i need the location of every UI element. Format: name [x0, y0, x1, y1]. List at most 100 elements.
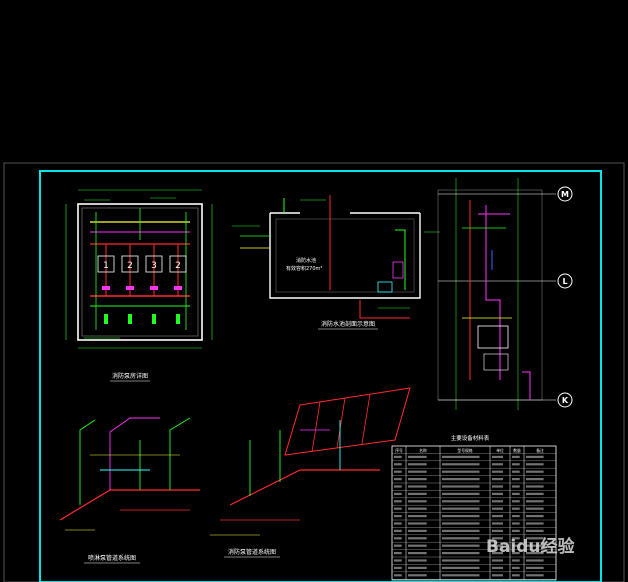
table-cell-mark: [394, 500, 402, 503]
table-cell-mark: [394, 544, 402, 547]
table-cell-mark: [394, 537, 402, 540]
table-cell-mark: [492, 485, 503, 488]
table-header-name: 名称: [419, 448, 427, 453]
tank-section-title: 消防水池剖面示意图: [321, 320, 375, 328]
watermark-text: Baidu经验: [486, 536, 576, 557]
pump-number-4: 2: [175, 261, 181, 271]
table-cell-mark: [492, 574, 503, 577]
equipment-table: 主要设备材料表 序号 名称 型号规格 单位 数量 备注: [391, 434, 557, 581]
table-header-spec: 型号规格: [457, 448, 472, 453]
table-cell-mark: [512, 492, 520, 495]
table-cell-mark: [492, 559, 503, 562]
tank-label: 消防水池: [296, 257, 316, 264]
table-cell-mark: [512, 478, 520, 481]
table-cell-mark: [492, 463, 503, 466]
axon-right-system: 消防泵管道系统图: [210, 387, 411, 558]
table-cell-mark: [526, 507, 544, 510]
table-cell-mark: [492, 470, 503, 473]
table-cell-mark: [526, 544, 544, 547]
grid-label-k: K: [562, 396, 569, 405]
table-cell-mark: [526, 537, 544, 540]
table-cell-mark: [394, 492, 402, 495]
riser-plan: M L K: [437, 178, 573, 410]
table-cell-mark: [408, 559, 427, 562]
table-cell-mark: [512, 507, 520, 510]
table-cell-mark: [408, 500, 427, 503]
table-cell-mark: [512, 574, 520, 577]
table-cell-mark: [394, 455, 402, 458]
table-cell-mark: [512, 529, 520, 532]
table-cell-mark: [394, 485, 402, 488]
table-cell-mark: [408, 529, 427, 532]
pump-number-2: 2: [127, 261, 133, 271]
table-cell-mark: [526, 470, 544, 473]
table-cell-mark: [492, 492, 503, 495]
table-cell-mark: [512, 455, 520, 458]
table-cell-mark: [394, 463, 402, 466]
table-cell-mark: [394, 478, 402, 481]
table-cell-mark: [512, 552, 520, 555]
table-cell-mark: [442, 544, 480, 547]
table-cell-mark: [394, 470, 402, 473]
table-cell-mark: [492, 544, 503, 547]
table-header-remark: 备注: [536, 448, 544, 453]
table-cell-mark: [408, 507, 427, 510]
pump-room-plan: 1 2 3 2 消防泵房详图: [65, 189, 213, 382]
table-cell-mark: [408, 537, 427, 540]
axon-left-title: 喷淋泵管道系统图: [88, 554, 136, 562]
outer-frame: [3, 162, 625, 582]
axon-left-system: 喷淋泵管道系统图: [59, 417, 200, 564]
table-cell-mark: [442, 478, 480, 481]
table-cell-mark: [408, 544, 427, 547]
table-cell-mark: [408, 463, 427, 466]
table-cell-mark: [442, 574, 480, 577]
table-cell-mark: [526, 566, 544, 569]
table-cell-mark: [526, 478, 544, 481]
pump-room-plan-title: 消防泵房详图: [112, 372, 148, 380]
table-cell-mark: [526, 574, 544, 577]
table-cell-mark: [492, 537, 503, 540]
table-cell-mark: [512, 485, 520, 488]
table-cell-mark: [512, 470, 520, 473]
table-cell-mark: [492, 522, 503, 525]
table-cell-mark: [512, 544, 520, 547]
table-cell-mark: [394, 529, 402, 532]
table-cell-mark: [512, 515, 520, 518]
table-cell-mark: [492, 455, 503, 458]
table-cell-mark: [408, 492, 427, 495]
drawing-border: [39, 170, 602, 582]
axon-right-title: 消防泵管道系统图: [228, 548, 276, 556]
table-cell-mark: [526, 522, 544, 525]
pump-number-1: 1: [103, 261, 109, 271]
table-cell-mark: [442, 492, 480, 495]
pump-number-3: 3: [151, 261, 157, 271]
table-cell-mark: [442, 485, 480, 488]
table-cell-mark: [526, 455, 544, 458]
table-cell-mark: [442, 463, 480, 466]
table-cell-mark: [442, 515, 480, 518]
table-cell-mark: [442, 507, 480, 510]
table-cell-mark: [442, 566, 480, 569]
table-cell-mark: [408, 478, 427, 481]
tank-section: 消防水池 有效容积270m³ 消防水池剖面示意图: [232, 195, 440, 330]
table-cell-mark: [394, 574, 402, 577]
table-cell-mark: [394, 552, 402, 555]
watermark: Baidu经验: [486, 536, 576, 557]
table-header-no: 序号: [395, 448, 403, 453]
table-cell-mark: [408, 522, 427, 525]
table-cell-mark: [492, 478, 503, 481]
table-cell-mark: [526, 463, 544, 466]
table-cell-mark: [492, 515, 503, 518]
table-cell-mark: [442, 470, 480, 473]
table-cell-mark: [442, 522, 480, 525]
table-cell-mark: [394, 559, 402, 562]
table-cell-mark: [442, 537, 480, 540]
table-cell-mark: [492, 566, 503, 569]
table-cell-mark: [408, 515, 427, 518]
equipment-table-title: 主要设备材料表: [451, 434, 490, 442]
table-cell-mark: [492, 507, 503, 510]
table-header-unit: 单位: [496, 448, 504, 453]
table-cell-mark: [512, 559, 520, 562]
table-cell-mark: [512, 463, 520, 466]
